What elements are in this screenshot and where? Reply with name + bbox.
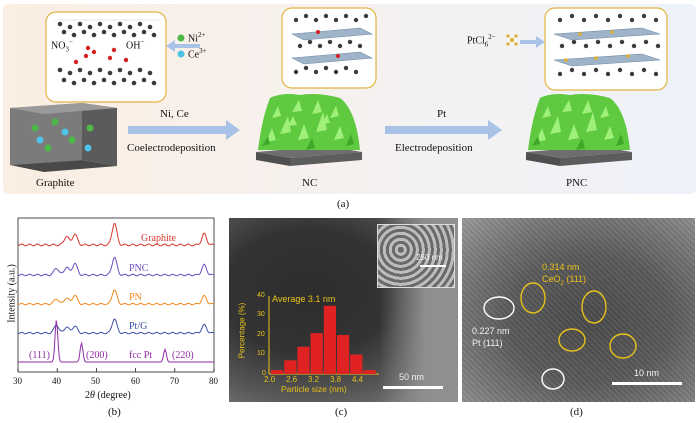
pt-plane: Pt (111) <box>472 338 503 348</box>
caption-d: (d) <box>570 406 583 418</box>
histogram-bar <box>271 370 284 374</box>
tem-c-scale-bar <box>383 386 443 389</box>
hist-x-label: Particle size (nm) <box>281 384 347 394</box>
xrd-xtick: 70 <box>170 376 179 386</box>
tem-image-c: 250 nm 50 nm <box>229 218 458 402</box>
interlayer-zoom-box <box>45 11 167 103</box>
particle-size-histogram <box>268 296 379 375</box>
nc-foam <box>256 94 362 166</box>
xrd-series-fcc-pt <box>18 320 214 363</box>
step2-reagent: Pt <box>437 108 447 120</box>
hist-xtick: 3.2 <box>308 375 320 384</box>
hist-ytick: 30 <box>257 311 265 318</box>
ref-200-label: (200) <box>86 350 108 361</box>
coelectrodeposition-arrow <box>128 120 240 140</box>
ceo2-domain-circle <box>558 328 586 352</box>
xrd-xtick: 80 <box>209 376 218 386</box>
caption-a: (a) <box>337 198 350 210</box>
ref-111-label: (111) <box>29 350 50 361</box>
xrd-plot-frame <box>17 217 215 373</box>
pt-domain-circle <box>483 296 515 320</box>
legend-graphite: Graphite <box>141 233 176 244</box>
xrd-xtick: 60 <box>131 376 140 386</box>
histogram-bar <box>297 346 310 374</box>
no3-label: NO3− <box>51 38 73 54</box>
xrd-series-pnc <box>17 256 215 277</box>
ptcl-label: PtCl62− <box>467 33 496 49</box>
hist-title: Average 3.1 nm <box>272 294 336 304</box>
histogram-bar <box>310 333 323 374</box>
xrd-series-graphite <box>17 222 215 247</box>
hist-ytick: 10 <box>257 350 265 357</box>
hist-ytick: 20 <box>257 331 265 338</box>
pt-spacing: 0.227 nm <box>472 326 510 336</box>
caption-b: (b) <box>108 406 121 418</box>
synthesis-scheme <box>10 7 668 172</box>
pnc-zoom-box <box>544 7 668 91</box>
tem-d-scale-bar <box>612 382 682 385</box>
tem-c-scale-label: 50 nm <box>399 372 425 382</box>
pt-domain-circle <box>541 368 565 390</box>
nc-zoom-box <box>281 7 377 89</box>
xrd-xtick: 40 <box>52 376 61 386</box>
legend-ptg: Pt/G <box>129 321 148 332</box>
ref-220-label: (220) <box>172 350 194 361</box>
xrd-y-axis-label: Intensity (a.u.) <box>6 264 18 323</box>
ni-ion-label: Ni2+ <box>188 31 206 45</box>
xrd-series-pn <box>17 289 215 306</box>
ni-ion-dot <box>177 34 185 42</box>
sem-inset: 250 nm <box>377 224 455 288</box>
graphite-label: Graphite <box>36 177 75 189</box>
xrd-chart <box>17 217 215 373</box>
step2-method: Electrodeposition <box>395 142 473 154</box>
electrodeposition-arrow <box>385 120 502 140</box>
caption-c: (c) <box>335 406 348 418</box>
xrd-series-pt-g <box>17 318 215 335</box>
hist-ytick: 40 <box>257 292 265 299</box>
pnc-label: PNC <box>566 177 588 189</box>
ceo2-domain-circle <box>520 282 546 314</box>
histogram-bar <box>323 305 336 375</box>
hist-xtick: 2.0 <box>264 375 276 384</box>
hist-xtick: 3.8 <box>330 375 342 384</box>
nc-label: NC <box>302 177 318 189</box>
hist-xtick: 4.4 <box>352 375 364 384</box>
inset-scale-label: 250 nm <box>416 253 443 262</box>
hist-xtick: 2.6 <box>286 375 298 384</box>
ptcl-arrow <box>520 36 545 48</box>
ion-arrow-left <box>166 40 200 52</box>
oh-label: OH− <box>126 38 145 52</box>
xrd-x-axis-label: 2θ (degree) <box>85 390 131 401</box>
hrtem-image-d: 10 nm <box>462 218 695 402</box>
ptcl-cluster-icon <box>506 34 518 46</box>
pnc-foam <box>526 94 632 166</box>
ceo2-spacing: 0.314 nm <box>542 262 580 272</box>
graphite-substrate <box>10 103 117 172</box>
ce-ion-dot <box>177 50 185 58</box>
tem-d-scale-label: 10 nm <box>634 368 660 378</box>
hist-y-label: Percentage (%) <box>237 302 247 359</box>
step1-method: Coelectrodeposition <box>127 142 216 154</box>
histogram-bar <box>363 370 376 374</box>
hrtem-markers <box>483 282 637 390</box>
hist-ytick: 0 <box>262 370 266 377</box>
histogram-bar <box>284 360 297 374</box>
xrd-xtick: 50 <box>91 376 100 386</box>
ce-ion-label: Ce3+ <box>188 47 207 61</box>
legend-pnc: PNC <box>129 263 149 274</box>
ceo2-domain-circle <box>609 333 637 359</box>
lattice-texture <box>462 218 695 402</box>
ceo2-domain-circle <box>581 290 607 324</box>
inset-scale-bar <box>420 265 446 267</box>
ref-fcc-pt-label: fcc Pt <box>129 350 153 361</box>
histogram-bar <box>350 354 363 374</box>
xrd-xtick: 30 <box>13 376 22 386</box>
ceo2-plane: CeO2 (111) <box>542 274 587 287</box>
histogram-bar <box>337 335 350 374</box>
legend-pn: PN <box>129 292 142 303</box>
step1-reagents: Ni, Ce <box>160 108 189 120</box>
